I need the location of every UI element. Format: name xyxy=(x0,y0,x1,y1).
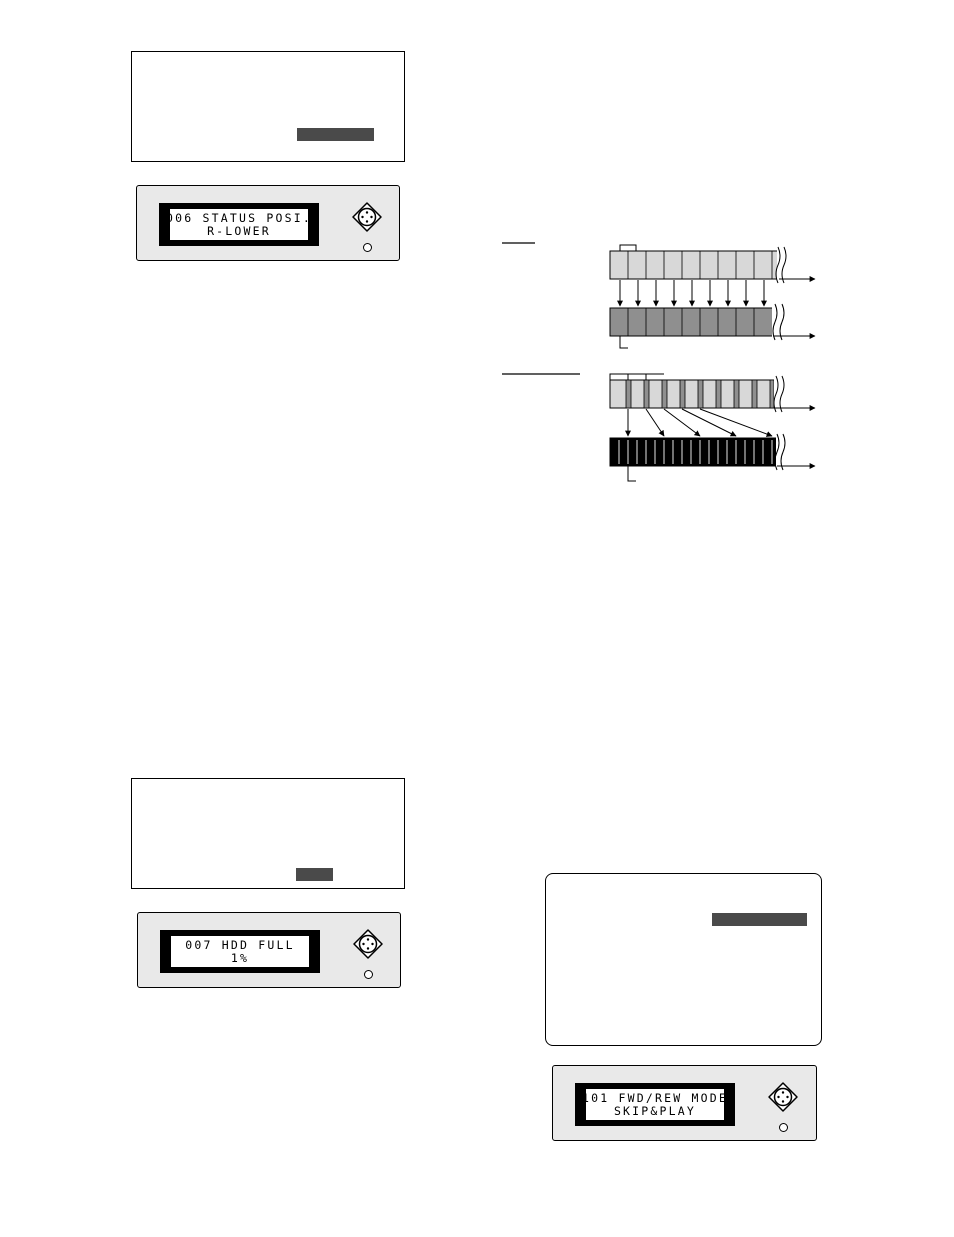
lcd-line-1: 007 HDD FULL xyxy=(185,938,295,952)
break-mark-icon xyxy=(774,433,786,471)
menu-highlight-bar xyxy=(297,128,374,141)
frame-strip-skip-input xyxy=(609,379,775,409)
callout-leader xyxy=(619,336,628,349)
break-mark-icon xyxy=(772,303,786,341)
lcd-display: 006 STATUS POSI. R-LOWER xyxy=(159,203,319,246)
callout-leader xyxy=(627,466,636,482)
led-icon xyxy=(779,1123,788,1132)
menu-screen-fwd-rew xyxy=(545,873,822,1046)
interval-brackets xyxy=(609,373,664,380)
break-mark-icon xyxy=(773,375,786,413)
arrow-icon xyxy=(625,408,773,437)
menu-highlight-bar xyxy=(712,913,807,926)
break-mark-icon xyxy=(775,246,787,284)
front-panel-fwd-rew: 101 FWD/REW MODE SKIP&PLAY xyxy=(552,1065,817,1141)
joystick-icon[interactable] xyxy=(767,1081,799,1113)
frame-width-bracket xyxy=(619,244,637,251)
frame-strip-recorded xyxy=(609,307,774,337)
frame-strip-skip-output xyxy=(609,437,778,467)
lcd-line-1: 101 FWD/REW MODE xyxy=(582,1091,728,1105)
front-panel-hdd: 007 HDD FULL 1% xyxy=(137,912,401,988)
menu-screen-status xyxy=(131,51,405,162)
lcd-display: 007 HDD FULL 1% xyxy=(160,930,320,973)
arrow-icon xyxy=(617,280,767,307)
led-icon xyxy=(363,243,372,252)
led-icon xyxy=(364,970,373,979)
lcd-display: 101 FWD/REW MODE SKIP&PLAY xyxy=(575,1083,735,1126)
menu-highlight-bar xyxy=(296,868,333,881)
menu-screen-hdd xyxy=(131,778,405,889)
joystick-icon[interactable] xyxy=(352,928,384,960)
lcd-line-2: SKIP&PLAY xyxy=(613,1103,697,1118)
joystick-icon[interactable] xyxy=(351,201,383,233)
lcd-line-2: R-LOWER xyxy=(207,223,271,238)
frame-strip-input xyxy=(609,250,780,280)
lcd-line-2: 1% xyxy=(230,950,250,965)
front-panel-status: 006 STATUS POSI. R-LOWER xyxy=(136,185,400,261)
lcd-line-1: 006 STATUS POSI. xyxy=(166,211,312,225)
